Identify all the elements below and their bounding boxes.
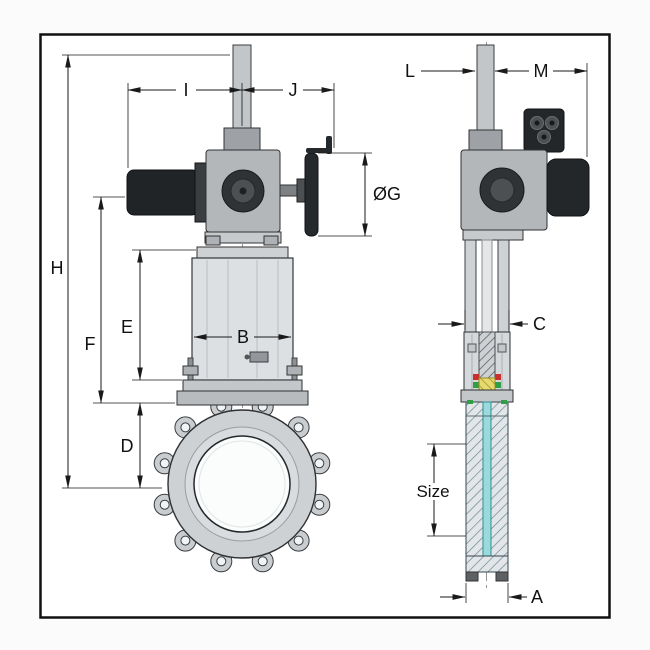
handwheel-crank-arm: [306, 148, 328, 153]
seal-red: [495, 374, 501, 380]
bolt-hole: [159, 458, 170, 469]
cable-gland-dot: [549, 120, 555, 126]
dim-label-m: M: [534, 61, 549, 81]
bolt-hole: [216, 556, 227, 567]
dim-label-size: Size: [416, 482, 449, 501]
dim-B: B: [193, 327, 292, 347]
foot: [465, 571, 479, 582]
dim-label-a: A: [531, 587, 543, 607]
dim-label-f: F: [85, 334, 96, 354]
bolt-hole: [293, 535, 304, 546]
dim-label-d: D: [121, 436, 134, 456]
dim-J: J: [241, 80, 335, 148]
seal-green: [495, 382, 501, 388]
body-section-right: [489, 401, 509, 573]
gland-flange-lower: [176, 390, 309, 406]
bore: [193, 435, 291, 533]
nut: [286, 365, 303, 376]
dim-F: F: [85, 196, 175, 404]
yoke-column: [464, 239, 477, 333]
bolt-holes: [159, 401, 325, 567]
handwheel-crank-knob: [326, 136, 332, 154]
dim-Size: Size: [416, 443, 466, 537]
dim-E: E: [121, 249, 196, 381]
stem-collar: [468, 129, 503, 153]
cable-gland-dot: [541, 134, 547, 140]
sensor-bolt: [244, 354, 250, 360]
seal-green: [473, 382, 479, 388]
side-view: [460, 42, 590, 592]
nut: [182, 365, 199, 376]
stem-collar: [223, 127, 261, 153]
bolt-hole: [159, 499, 170, 510]
dim-label-l: L: [405, 61, 415, 81]
front-view: [126, 44, 332, 573]
dim-I: I: [127, 80, 243, 168]
bolt-hole: [180, 422, 191, 433]
bolt-hole: [180, 535, 191, 546]
dim-label-j: J: [289, 80, 298, 100]
seat-green: [467, 400, 473, 404]
yoke-column: [497, 239, 510, 333]
mounting-plate: [204, 231, 282, 244]
dim-label-h: H: [51, 258, 64, 278]
stem-side: [481, 239, 493, 333]
dim-G: ØG: [318, 152, 401, 237]
gate: [482, 401, 492, 569]
dim-label-b: B: [237, 327, 249, 347]
body-bottom-section: [465, 555, 509, 573]
dim-A: A: [440, 583, 543, 607]
dim-H: H: [51, 54, 230, 489]
seat-green: [501, 400, 507, 404]
dim-C: C: [438, 310, 546, 334]
motor-side: [546, 158, 590, 217]
bonnet: [191, 257, 294, 381]
bolt-hole: [314, 499, 325, 510]
bore-shadow: [198, 440, 286, 528]
mounting-plate: [462, 229, 524, 241]
dim-D: D: [121, 402, 143, 489]
bolt-hole: [293, 422, 304, 433]
cable-gland-dot: [534, 120, 540, 126]
bonnet-top-plate: [196, 246, 289, 259]
bolt-hole: [257, 556, 268, 567]
nut: [205, 235, 221, 246]
foot: [495, 571, 509, 582]
nut: [263, 235, 279, 246]
dim-label-g: ØG: [373, 184, 401, 204]
gland-bolt-section: [497, 343, 507, 353]
motor: [126, 169, 200, 216]
dim-M: M: [494, 61, 588, 157]
body-section-left: [465, 401, 485, 573]
bolt-hole: [314, 458, 325, 469]
gland-bolt-section: [467, 343, 477, 353]
seal-red: [473, 374, 479, 380]
dim-label-c: C: [533, 314, 546, 334]
dim-label-i: I: [183, 80, 188, 100]
gearbox-hub-inner: [489, 177, 515, 203]
dim-L: L: [405, 61, 476, 81]
sensor-bracket: [249, 351, 269, 363]
dim-label-e: E: [121, 317, 133, 337]
handwheel: [304, 152, 319, 237]
gearbox-hub-dot: [239, 187, 247, 195]
